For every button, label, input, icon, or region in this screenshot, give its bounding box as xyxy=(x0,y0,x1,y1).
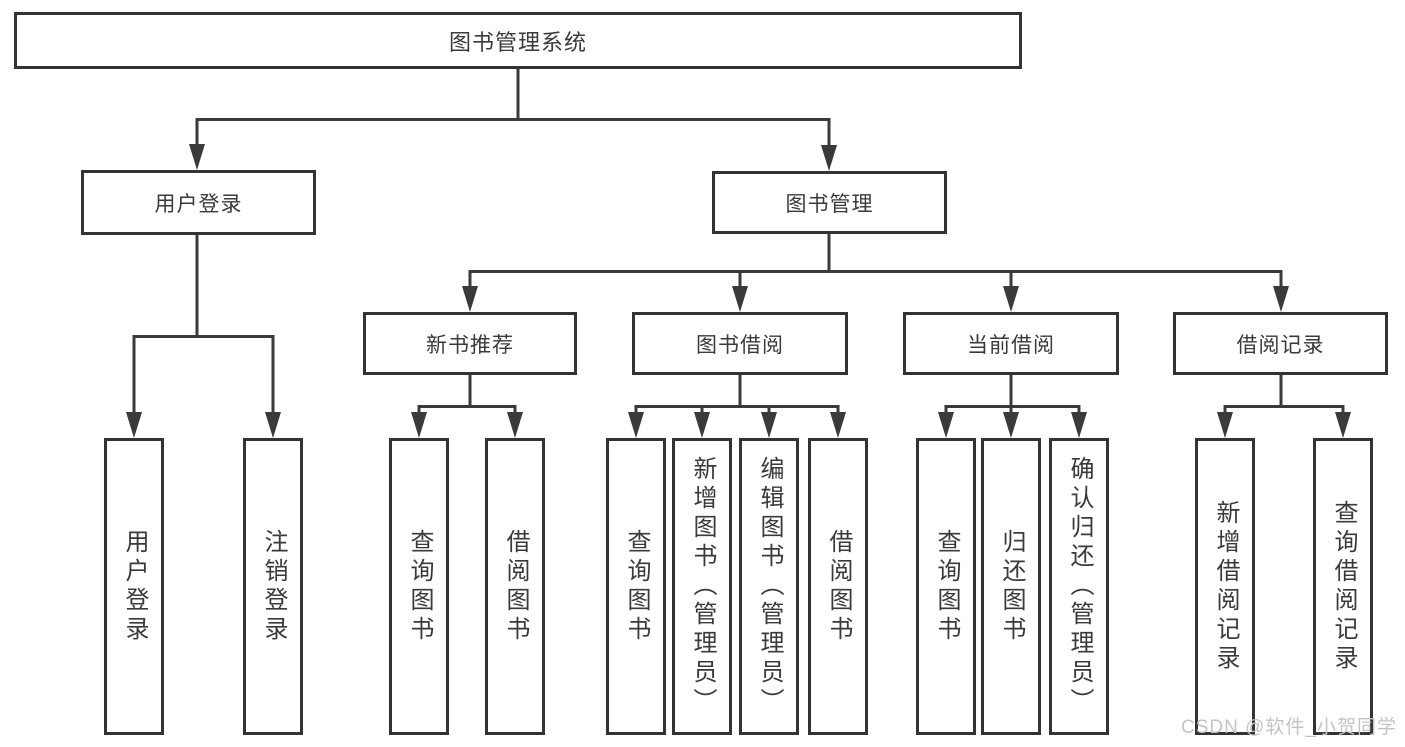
arrow-down-icon xyxy=(830,412,846,438)
leaf-add-borrow-record: 新增借阅记录 xyxy=(1195,438,1255,735)
arrow-down-icon xyxy=(265,412,281,438)
node-book-borrow: 图书借阅 xyxy=(632,312,848,375)
leaf-query-books-borrow-label: 查询图书 xyxy=(623,528,650,645)
leaf-borrow-books-label: 借阅图书 xyxy=(825,528,852,645)
node-current-borrow: 当前借阅 xyxy=(903,312,1119,375)
node-borrow-records-label: 借阅记录 xyxy=(1236,333,1325,357)
csdn-watermark: CSDN @软件_小贺同学 xyxy=(1181,717,1397,738)
node-borrow-records: 借阅记录 xyxy=(1173,312,1388,375)
node-new-book-recommend-label: 新书推荐 xyxy=(426,333,514,357)
leaf-query-books-recommend: 查询图书 xyxy=(389,438,449,735)
connector-line xyxy=(195,118,831,150)
node-root: 图书管理系统 xyxy=(14,12,1022,69)
node-current-borrow-label: 当前借阅 xyxy=(967,333,1055,357)
arrow-down-icon xyxy=(821,145,837,171)
node-user-login: 用户登录 xyxy=(81,170,316,235)
leaf-user-login-label: 用户登录 xyxy=(121,528,148,645)
node-book-management: 图书管理 xyxy=(712,171,947,234)
arrow-down-icon xyxy=(732,286,748,312)
leaf-return-book-label: 归还图书 xyxy=(998,528,1025,645)
arrow-down-icon xyxy=(628,412,644,438)
node-new-book-recommend: 新书推荐 xyxy=(363,312,577,375)
leaf-edit-book-admin-label: 编辑图书（管理员） xyxy=(756,456,783,717)
connector-line xyxy=(634,405,840,420)
arrow-down-icon xyxy=(462,286,478,312)
arrow-down-icon xyxy=(1071,412,1087,438)
arrow-down-icon xyxy=(1217,412,1233,438)
leaf-user-login: 用户登录 xyxy=(104,438,164,735)
leaf-query-borrow-record: 查询借阅记录 xyxy=(1313,438,1373,735)
leaf-query-books-borrow: 查询图书 xyxy=(606,438,666,735)
leaf-query-books-current: 查询图书 xyxy=(916,438,976,735)
leaf-query-books-current-label: 查询图书 xyxy=(933,528,960,645)
node-user-login-label: 用户登录 xyxy=(154,192,243,216)
leaf-confirm-return-admin: 确认归还（管理员） xyxy=(1049,438,1109,735)
leaf-add-book-admin-label: 新增图书（管理员） xyxy=(689,456,716,717)
arrow-down-icon xyxy=(1003,412,1019,438)
leaf-return-book: 归还图书 xyxy=(981,438,1041,735)
leaf-logout-label: 注销登录 xyxy=(260,528,287,645)
arrow-down-icon xyxy=(411,412,427,438)
arrow-down-icon xyxy=(1273,286,1289,312)
arrow-down-icon xyxy=(126,412,142,438)
arrow-down-icon xyxy=(938,412,954,438)
arrow-down-icon xyxy=(761,412,777,438)
leaf-edit-book-admin: 编辑图书（管理员） xyxy=(739,438,799,735)
node-book-borrow-label: 图书借阅 xyxy=(696,333,784,357)
leaf-borrow-books-recommend: 借阅图书 xyxy=(485,438,545,735)
leaf-add-borrow-record-label: 新增借阅记录 xyxy=(1212,499,1239,674)
leaf-borrow-books-recommend-label: 借阅图书 xyxy=(502,528,529,645)
arrow-down-icon xyxy=(507,412,523,438)
leaf-confirm-return-admin-label: 确认归还（管理员） xyxy=(1066,456,1093,717)
connector-line xyxy=(417,405,517,420)
connector-line xyxy=(468,270,1283,292)
node-root-label: 图书管理系统 xyxy=(448,29,587,55)
leaf-logout: 注销登录 xyxy=(243,438,303,735)
leaf-borrow-books: 借阅图书 xyxy=(808,438,868,735)
connector-line xyxy=(1223,405,1345,420)
arrow-down-icon xyxy=(694,412,710,438)
arrow-down-icon xyxy=(1003,286,1019,312)
leaf-query-borrow-record-label: 查询借阅记录 xyxy=(1330,499,1357,674)
arrowhead-icons xyxy=(126,144,1351,438)
leaf-add-book-admin: 新增图书（管理员） xyxy=(672,438,732,735)
arrow-down-icon xyxy=(1335,412,1351,438)
node-book-management-label: 图书管理 xyxy=(785,192,874,216)
leaf-query-books-recommend-label: 查询图书 xyxy=(406,528,433,645)
connector-line xyxy=(132,335,275,418)
arrow-down-icon xyxy=(189,144,205,170)
